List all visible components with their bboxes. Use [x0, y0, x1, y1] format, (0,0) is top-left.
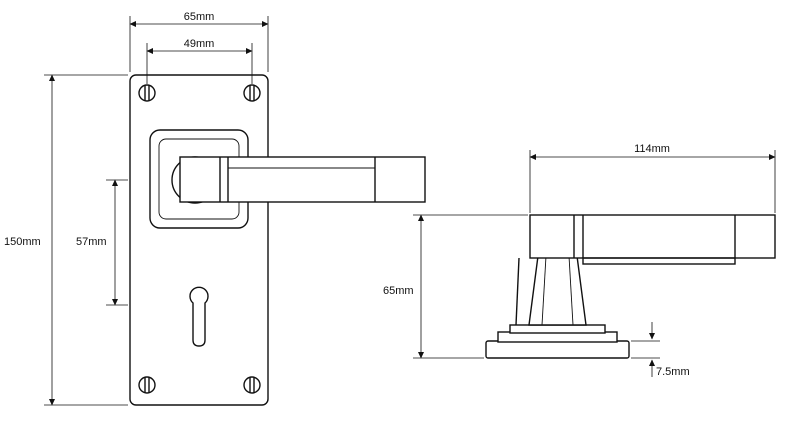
screw-icon	[243, 84, 261, 102]
dimension-lever-height: 65mm	[383, 214, 528, 359]
screw-icon	[138, 84, 156, 102]
dimension-plate-height: 150mm	[4, 74, 128, 406]
rose-thickness-label: 7.5mm	[656, 366, 690, 378]
spindle-neck	[528, 255, 587, 326]
front-view	[129, 74, 426, 406]
dimension-screw-spacing: 49mm	[146, 38, 253, 84]
lever-side	[529, 214, 776, 265]
keyhole-icon	[189, 286, 209, 347]
backplate	[129, 74, 269, 406]
screw-icon	[243, 376, 261, 394]
screw-spacing-label: 49mm	[184, 38, 215, 50]
plate-height-label: 150mm	[4, 236, 41, 248]
lever-front	[171, 156, 426, 204]
side-view	[485, 214, 776, 359]
plate-width-label: 65mm	[184, 11, 215, 23]
lever-height-label: 65mm	[383, 285, 414, 297]
dimension-rose-thickness: 7.5mm	[631, 322, 690, 378]
dimension-handle-keyhole: 57mm	[76, 179, 128, 306]
screw-icon	[138, 376, 156, 394]
dimension-lever-length: 114mm	[529, 143, 776, 213]
dimension-plate-width: 65mm	[129, 11, 269, 72]
rose-base	[485, 340, 630, 359]
handle-keyhole-label: 57mm	[76, 236, 107, 248]
lever-length-label: 114mm	[634, 143, 670, 155]
